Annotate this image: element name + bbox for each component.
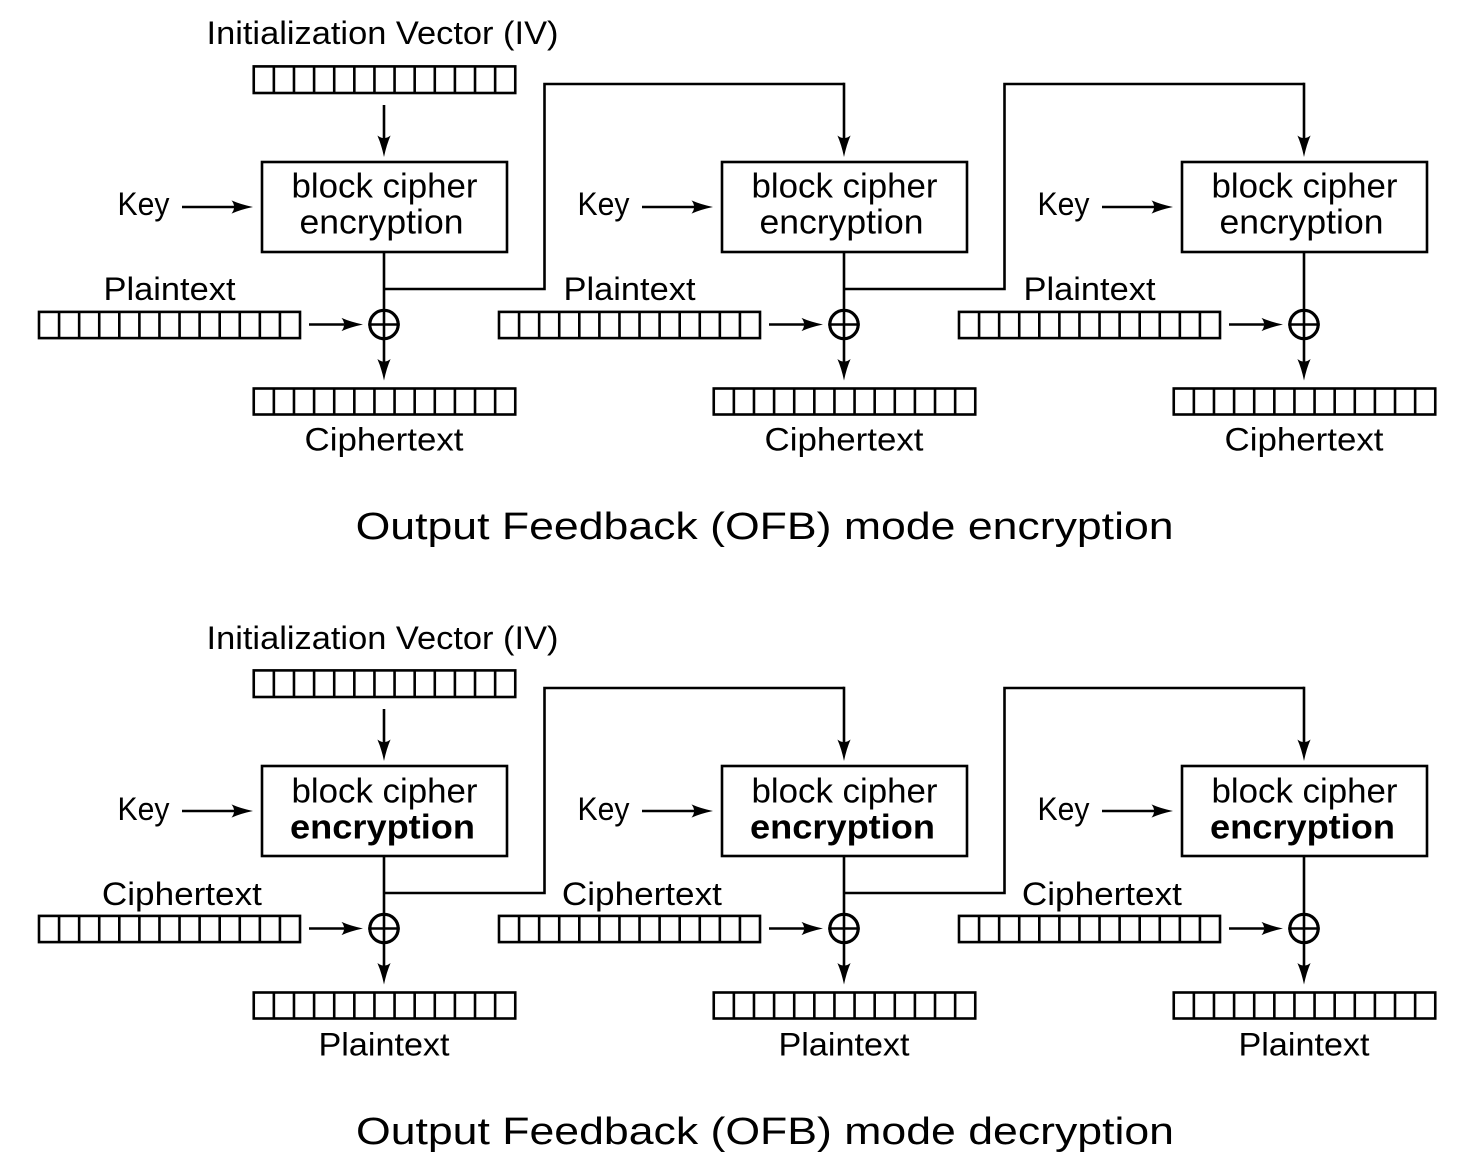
svg-text:Ciphertext: Ciphertext [1022,876,1182,912]
svg-text:encryption: encryption [290,809,475,847]
svg-text:block cipher: block cipher [292,773,478,811]
svg-text:Key: Key [1038,186,1090,222]
svg-text:Key: Key [578,791,630,827]
svg-text:Plaintext: Plaintext [1024,271,1156,307]
svg-text:block cipher: block cipher [1212,168,1398,206]
svg-text:Plaintext: Plaintext [1239,1027,1370,1063]
svg-text:encryption: encryption [1220,204,1384,242]
svg-text:encryption: encryption [750,809,935,847]
svg-text:Initialization Vector (IV): Initialization Vector (IV) [207,620,559,656]
svg-text:Output Feedback (OFB) mode enc: Output Feedback (OFB) mode encryption [356,506,1174,548]
svg-text:Key: Key [118,186,170,222]
svg-text:block cipher: block cipher [292,168,478,206]
svg-text:encryption: encryption [1210,809,1395,847]
svg-text:block cipher: block cipher [752,773,938,811]
svg-text:Plaintext: Plaintext [319,1027,450,1063]
svg-text:Initialization Vector (IV): Initialization Vector (IV) [207,15,559,51]
svg-text:Output Feedback (OFB) mode dec: Output Feedback (OFB) mode decryption [356,1111,1174,1153]
svg-text:Plaintext: Plaintext [779,1027,910,1063]
svg-text:Key: Key [578,186,630,222]
svg-text:Plaintext: Plaintext [564,271,696,307]
svg-text:Ciphertext: Ciphertext [102,876,262,912]
svg-text:Ciphertext: Ciphertext [1225,422,1384,458]
svg-text:encryption: encryption [300,204,464,242]
svg-text:Ciphertext: Ciphertext [305,422,464,458]
svg-text:block cipher: block cipher [1212,773,1398,811]
svg-text:block cipher: block cipher [752,168,938,206]
svg-text:Ciphertext: Ciphertext [562,876,722,912]
svg-text:encryption: encryption [760,204,924,242]
svg-text:Key: Key [118,791,170,827]
svg-text:Plaintext: Plaintext [104,271,236,307]
svg-text:Ciphertext: Ciphertext [765,422,924,458]
svg-text:Key: Key [1038,791,1090,827]
